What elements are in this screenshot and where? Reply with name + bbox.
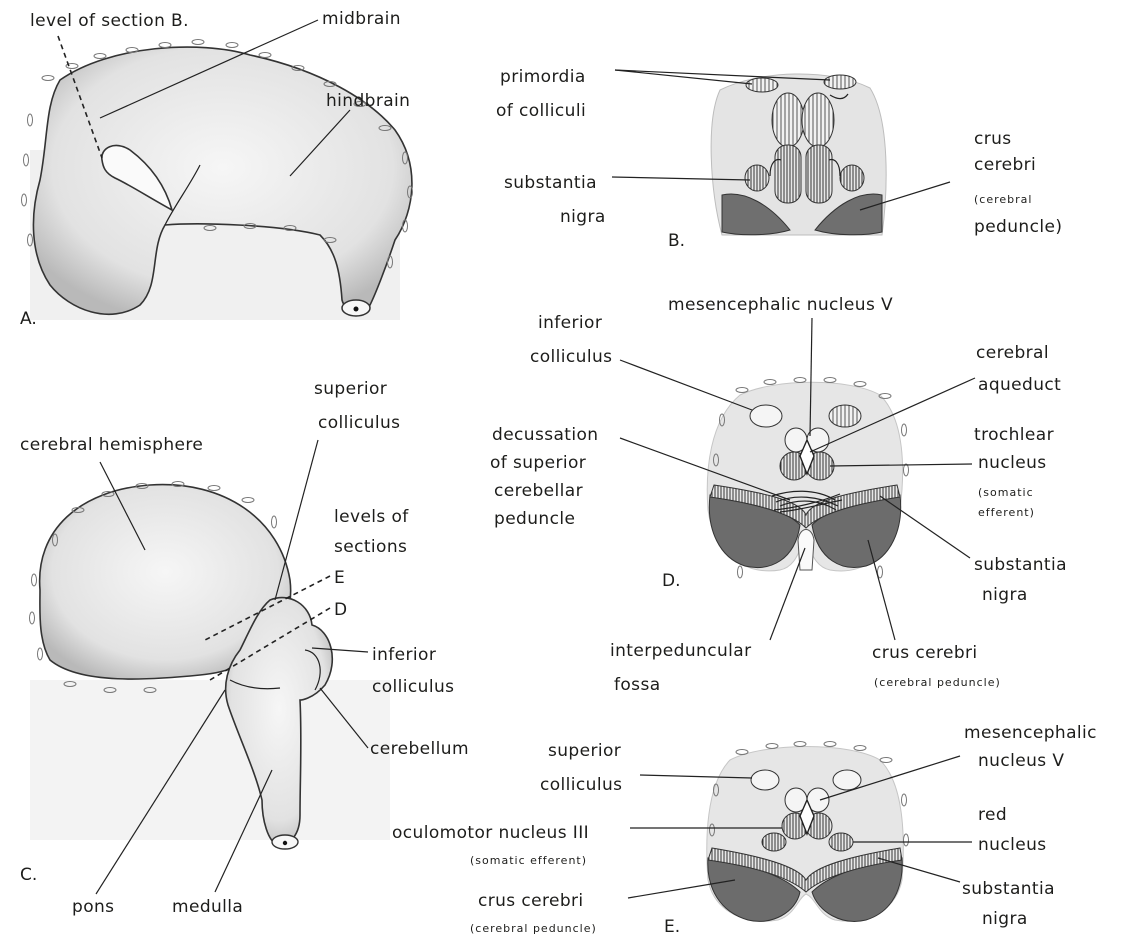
label-decussation: decussation [492,425,598,445]
label-cerebellar: cerebellar [494,481,583,501]
label-oculomotor: oculomotor nucleus III [392,823,589,843]
label-substantia-b: substantia [504,173,597,193]
label-colliculus-d: colliculus [530,347,612,367]
label-of-colliculi: of colliculi [496,101,586,121]
basal-plate-left-lower [775,145,801,203]
label-cerebral-peduncle-d: (cerebral peduncle) [874,676,1001,689]
colliculus-primordium-right [824,75,856,89]
panel-letter-a: A. [20,309,37,329]
label-nucleus-v-e: nucleus V [978,751,1064,771]
label-somatic-d: (somatic [978,486,1034,499]
inferior-colliculus-right-d [829,405,861,427]
panel-letter-b: B. [668,231,685,251]
label-nigra-d: nigra [982,585,1028,605]
label-aqueduct-d: aqueduct [978,375,1061,395]
red-nucleus-left [762,833,786,851]
label-mesencephalic-d: mesencephalic nucleus V [668,295,893,315]
label-inferior-d: inferior [538,313,602,333]
label-nigra-b: nigra [560,207,606,227]
label-cerebral-hemisphere: cerebral hemisphere [20,435,203,455]
basal-plate-left-upper [772,93,804,147]
label-superior-c: superior [314,379,387,399]
label-crus-cerebri-e: crus cerebri [478,891,584,911]
label-cerebral-peduncle-e: (cerebral peduncle) [470,922,597,935]
panel-e: superior colliculus mesencephalic nucleu… [392,723,1097,937]
label-trochlear: trochlear [974,425,1054,445]
label-red: red [978,805,1007,825]
label-primordia: primordia [500,67,586,87]
label-crus-b: crus [974,129,1012,149]
central-canal [354,307,359,312]
label-cerebri-b: cerebri [974,155,1036,175]
label-peduncle-b: peduncle) [974,217,1062,237]
panel-a: level of section B. midbrain hindbrain A… [20,9,413,329]
panel-b: primordia of colliculi substantia nigra … [496,67,1062,251]
label-sections: sections [334,537,407,557]
label-substantia-d: substantia [974,555,1067,575]
label-colliculus-e: colliculus [540,775,622,795]
label-crus-cerebri-d: crus cerebri [872,643,978,663]
label-fossa: fossa [614,675,661,695]
basal-plate-right-lower [806,145,832,203]
label-interpeduncular: interpeduncular [610,641,751,661]
label-pons: pons [72,897,114,917]
label-level-d: D [334,600,348,620]
panel-c-shade [30,680,390,840]
leader-superior-colliculus-c [275,440,318,600]
interpeduncular-fossa-d [798,530,814,571]
leader-primordia-1 [615,70,752,84]
label-cerebellum: cerebellum [370,739,469,759]
panel-letter-c: C. [20,865,37,885]
leader-inferior-colliculus-d [620,360,752,410]
label-peduncle-d: peduncle [494,509,575,529]
label-levels-of: levels of [334,507,409,527]
label-of-superior: of superior [490,453,586,473]
label-cerebral-d: cerebral [976,343,1049,363]
superior-colliculus-left-e [751,770,779,790]
label-colliculus-c-inf: colliculus [372,677,454,697]
label-superior-e: superior [548,741,621,761]
inferior-colliculus-left-d [750,405,782,427]
substantia-nigra-right-b [840,165,864,191]
label-somatic-efferent-e: (somatic efferent) [470,854,587,867]
substantia-nigra-left-b [745,165,769,191]
basal-plate-right-upper [802,93,834,147]
superior-colliculus-right-e [833,770,861,790]
panel-letter-e: E. [664,917,680,937]
label-substantia-e: substantia [962,879,1055,899]
label-midbrain: midbrain [322,9,401,29]
label-medulla: medulla [172,897,243,917]
panel-d: inferior colliculus mesencephalic nucleu… [490,295,1067,695]
label-nucleus-e: nucleus [978,835,1047,855]
label-colliculus-c-sup: colliculus [318,413,400,433]
red-nucleus-right [829,833,853,851]
label-hindbrain: hindbrain [326,91,410,111]
panel-letter-d: D. [662,571,681,591]
label-level-section-b: level of section B. [30,11,189,31]
label-cerebral-b: (cerebral [974,193,1032,206]
label-nucleus-d: nucleus [978,453,1047,473]
medulla-canal [283,841,287,845]
label-inferior-c: inferior [372,645,436,665]
label-nigra-e: nigra [982,909,1028,929]
label-efferent-d: efferent) [978,506,1035,519]
label-level-e: E [334,568,345,588]
label-mesencephalic-e: mesencephalic [964,723,1097,743]
colliculus-primordium-left [746,78,778,92]
